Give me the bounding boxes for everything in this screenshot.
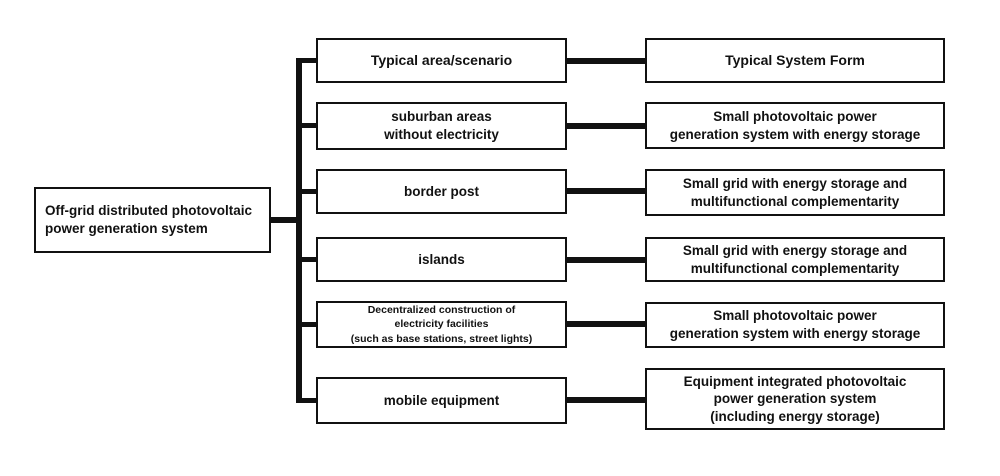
branch-stub-line bbox=[300, 398, 317, 403]
branch-stub-line bbox=[300, 189, 317, 194]
root-connector-line bbox=[271, 217, 298, 223]
scenario-box-border-post: border post bbox=[316, 169, 567, 214]
branch-stub-line bbox=[300, 123, 317, 128]
branch-stub-line bbox=[300, 322, 317, 327]
trunk-line bbox=[296, 58, 302, 403]
row-connector-line bbox=[566, 397, 646, 403]
row-connector-line bbox=[566, 257, 646, 263]
scenario-box-mobile-equipment: mobile equipment bbox=[316, 377, 567, 424]
system-box-small-grid-2: Small grid with energy storage and multi… bbox=[645, 237, 945, 282]
system-box-small-pv-storage-2: Small photovoltaic power generation syst… bbox=[645, 302, 945, 348]
scenario-box-islands: islands bbox=[316, 237, 567, 282]
scenario-header-box: Typical area/scenario bbox=[316, 38, 567, 83]
row-connector-line bbox=[566, 58, 646, 64]
root-box: Off-grid distributed photovoltaic power … bbox=[34, 187, 271, 253]
system-header-box: Typical System Form bbox=[645, 38, 945, 83]
row-connector-line bbox=[566, 123, 646, 129]
branch-stub-line bbox=[300, 58, 317, 63]
system-box-small-pv-storage-1: Small photovoltaic power generation syst… bbox=[645, 102, 945, 149]
scenario-box-decentralized: Decentralized construction of electricit… bbox=[316, 301, 567, 348]
row-connector-line bbox=[566, 188, 646, 194]
branch-stub-line bbox=[300, 257, 317, 262]
system-box-equipment-integrated: Equipment integrated photovoltaic power … bbox=[645, 368, 945, 430]
system-box-small-grid-1: Small grid with energy storage and multi… bbox=[645, 169, 945, 216]
scenario-box-suburban: suburban areas without electricity bbox=[316, 102, 567, 150]
row-connector-line bbox=[566, 321, 646, 327]
